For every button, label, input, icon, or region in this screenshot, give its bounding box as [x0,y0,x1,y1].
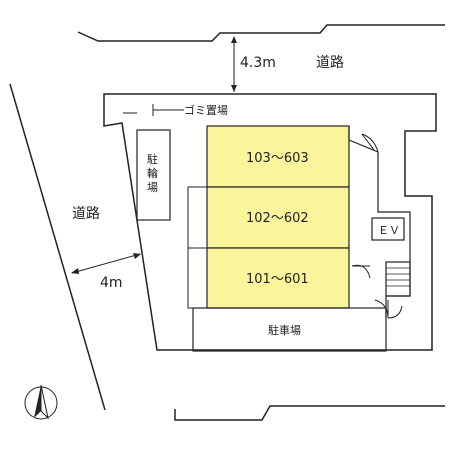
stairs [385,261,411,297]
arrow-head [231,85,237,92]
balcony-top [187,186,208,249]
dimension-line-left [71,253,141,274]
road-edge-top [77,24,445,42]
stair-arc [351,264,371,279]
unit-block-top [206,125,350,188]
parking-label: 駐車場 [268,323,301,337]
road-label-top: 道路 [316,55,344,71]
arrow-head [231,36,237,43]
bicycle-label-3: 場 [147,181,158,194]
car-parking [192,307,387,352]
road-edge-left [9,83,106,411]
unit-label-top: 103～603 [246,151,309,166]
bicycle-label-1: 駐 [147,152,158,166]
site-boundary [103,93,437,351]
dimension-label-top: 4.3m [240,55,276,71]
elevator-label: ＥＶ [378,224,400,237]
garbage-label: ゴミ置場 [184,103,228,117]
bicycle-label-2: 輪 [147,166,158,180]
elevator [371,217,405,241]
arrow-head [71,268,79,274]
balcony-bottom [187,247,208,309]
arrow-head [133,253,141,259]
road-edge-bottom [174,405,445,421]
north-arrow-icon [24,384,58,420]
road-label-left: 道路 [72,206,100,222]
door-line [361,133,375,151]
dimension-label-left: 4m [100,275,123,291]
door-arc [361,133,379,153]
bicycle-parking [136,129,171,221]
unit-label-bottom: 101～601 [246,272,309,287]
unit-label-mid: 102～602 [246,211,309,226]
corridor-outline [348,126,411,318]
door-arc-bottom-2 [387,305,403,319]
